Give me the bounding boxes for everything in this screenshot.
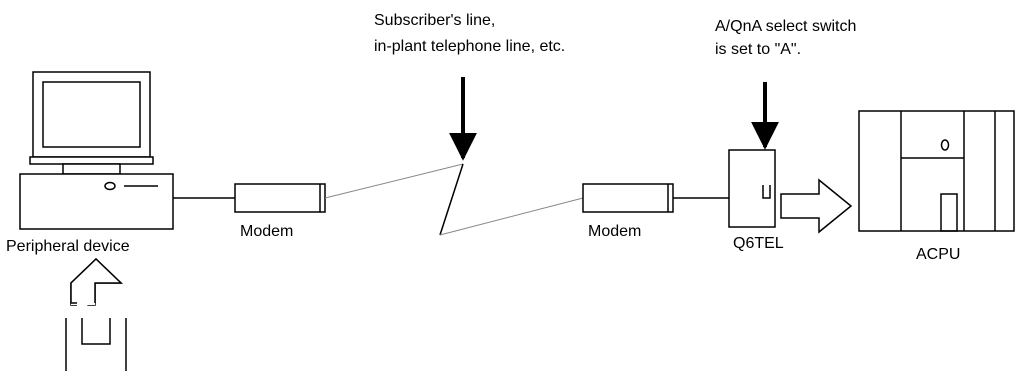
monitor-base xyxy=(29,156,154,165)
cpu-slot xyxy=(940,193,958,232)
monitor-screen xyxy=(42,81,141,148)
telephone-line-icon xyxy=(324,163,584,236)
drive-icon xyxy=(104,181,116,191)
switch-note-2: is set to "A". xyxy=(715,41,801,58)
cpu-led xyxy=(940,139,950,151)
desktop-unit xyxy=(19,173,174,230)
modem-left-label: Modem xyxy=(240,223,293,240)
line-segment-1 xyxy=(324,163,464,199)
modem-right-body xyxy=(582,183,674,213)
q6tel-label: Q6TEL xyxy=(733,235,784,252)
cpu-label: ACPU xyxy=(916,246,960,263)
block-arrow-icon xyxy=(780,178,853,234)
monitor-neck xyxy=(62,163,121,175)
line-segment-2 xyxy=(439,163,464,236)
select-switch xyxy=(762,185,771,199)
computer-icon xyxy=(19,71,174,230)
switch-note-1: A/QnA select switch xyxy=(715,18,856,35)
line-note-1: Subscriber's line, xyxy=(374,12,495,29)
line-note-2: in-plant telephone line, etc. xyxy=(374,38,565,55)
plc-rack-icon xyxy=(858,110,1015,232)
modem-left-body xyxy=(234,183,326,213)
memory-card-icon xyxy=(65,318,127,371)
line-segment-3 xyxy=(439,197,584,236)
modem-right-label: Modem xyxy=(588,223,641,240)
monitor-outer xyxy=(32,71,151,158)
modem-icon xyxy=(582,183,674,213)
peripheral-label: Peripheral device xyxy=(6,238,130,255)
rack-base xyxy=(858,110,1015,232)
q6tel-module-icon xyxy=(728,149,776,228)
modem-icon xyxy=(234,183,326,213)
block-arrow-icon xyxy=(69,257,123,306)
q6tel-body xyxy=(728,149,776,228)
